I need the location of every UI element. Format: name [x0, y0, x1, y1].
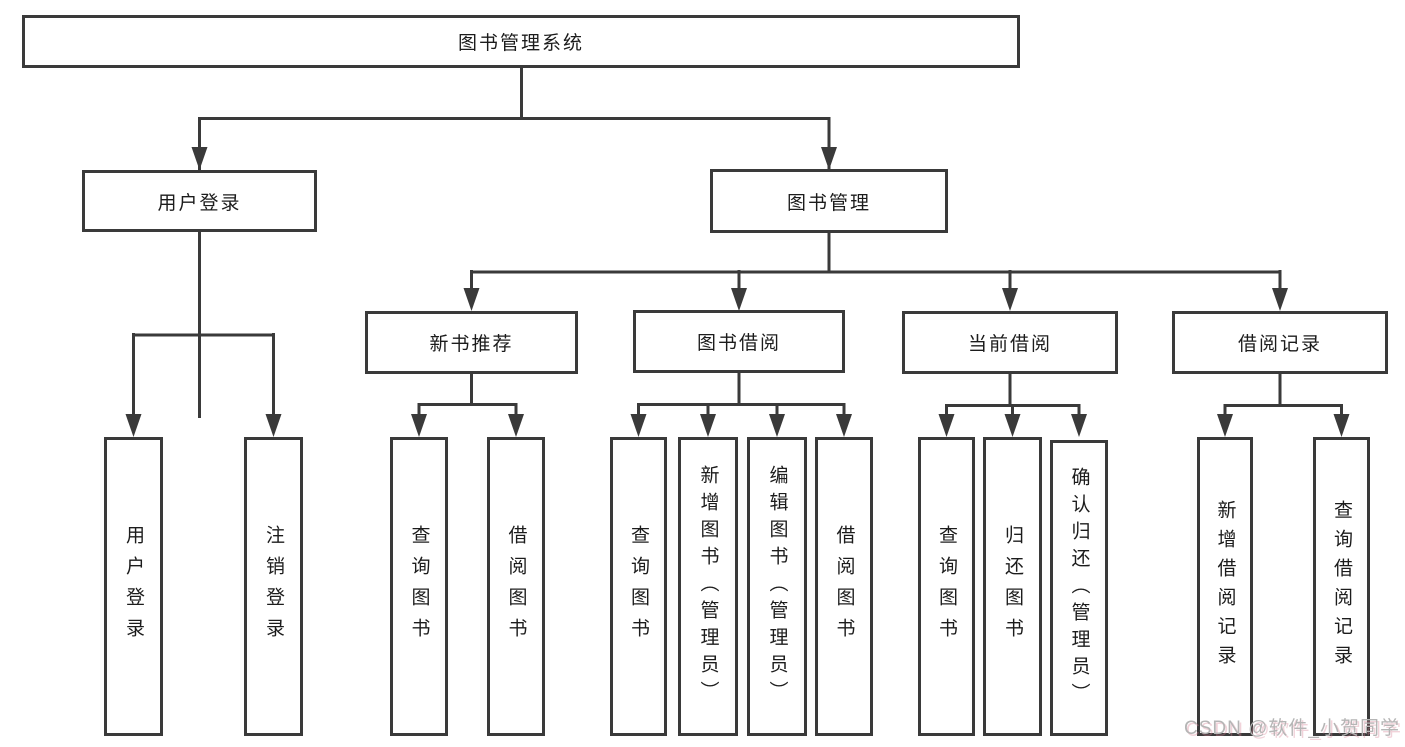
node-label: 归还图书: [1002, 524, 1023, 649]
leaf-logout: 注销登录: [244, 437, 303, 736]
node-label: 查询图书: [628, 524, 649, 649]
node-label: 查询图书: [408, 524, 430, 649]
node-label: 借阅记录: [1237, 334, 1322, 355]
leaf-edit-books-admin: 编辑图书（管理员）: [747, 437, 807, 736]
leaf-query-books-borrowing: 查询图书: [610, 437, 667, 736]
node-label: 当前借阅: [967, 334, 1052, 355]
node-current-borrowing: 当前借阅: [902, 311, 1118, 374]
node-user-login-branch: 用户登录: [82, 170, 317, 232]
node-label: 查询借阅记录: [1331, 499, 1352, 674]
node-label: 新书推荐: [429, 334, 514, 355]
node-label: 用户登录: [157, 192, 242, 214]
leaf-add-borrow-record: 新增借阅记录: [1197, 437, 1253, 736]
node-label: 借阅图书: [505, 524, 527, 649]
leaf-query-borrow-record: 查询借阅记录: [1313, 437, 1370, 736]
leaf-confirm-return-admin: 确认归还（管理员）: [1050, 440, 1108, 736]
node-label: 借阅图书: [833, 524, 855, 649]
node-book-management-branch: 图书管理: [710, 169, 948, 233]
node-label: 确认归还（管理员）: [1068, 466, 1090, 710]
leaf-query-books-recommend: 查询图书: [390, 437, 448, 736]
leaf-user-login: 用户登录: [104, 437, 163, 736]
leaf-add-books-admin: 新增图书（管理员）: [678, 437, 738, 736]
node-new-book-recommend: 新书推荐: [365, 311, 578, 374]
node-label: 新增借阅记录: [1214, 499, 1236, 674]
node-label: 用户登录: [123, 524, 144, 649]
leaf-borrow-books: 借阅图书: [815, 437, 873, 736]
node-borrowing-records: 借阅记录: [1172, 311, 1388, 374]
node-label: 图书管理: [786, 192, 871, 214]
arrowheads: [125, 147, 1350, 437]
node-root-system: 图书管理系统: [22, 15, 1020, 68]
csdn-watermark: CSDN @软件_小贺同学: [1184, 718, 1400, 739]
node-label: 图书借阅: [696, 333, 781, 354]
leaf-borrow-books-recommend: 借阅图书: [487, 437, 545, 736]
node-label: 注销登录: [263, 524, 284, 649]
node-label: 查询图书: [936, 524, 957, 649]
node-label: 编辑图书（管理员）: [766, 465, 788, 708]
leaf-query-books-current: 查询图书: [918, 437, 975, 736]
node-book-borrowing: 图书借阅: [633, 310, 845, 373]
node-label: 图书管理系统: [457, 33, 584, 54]
node-label: 新增图书（管理员）: [697, 465, 719, 708]
leaf-return-books: 归还图书: [983, 437, 1042, 736]
